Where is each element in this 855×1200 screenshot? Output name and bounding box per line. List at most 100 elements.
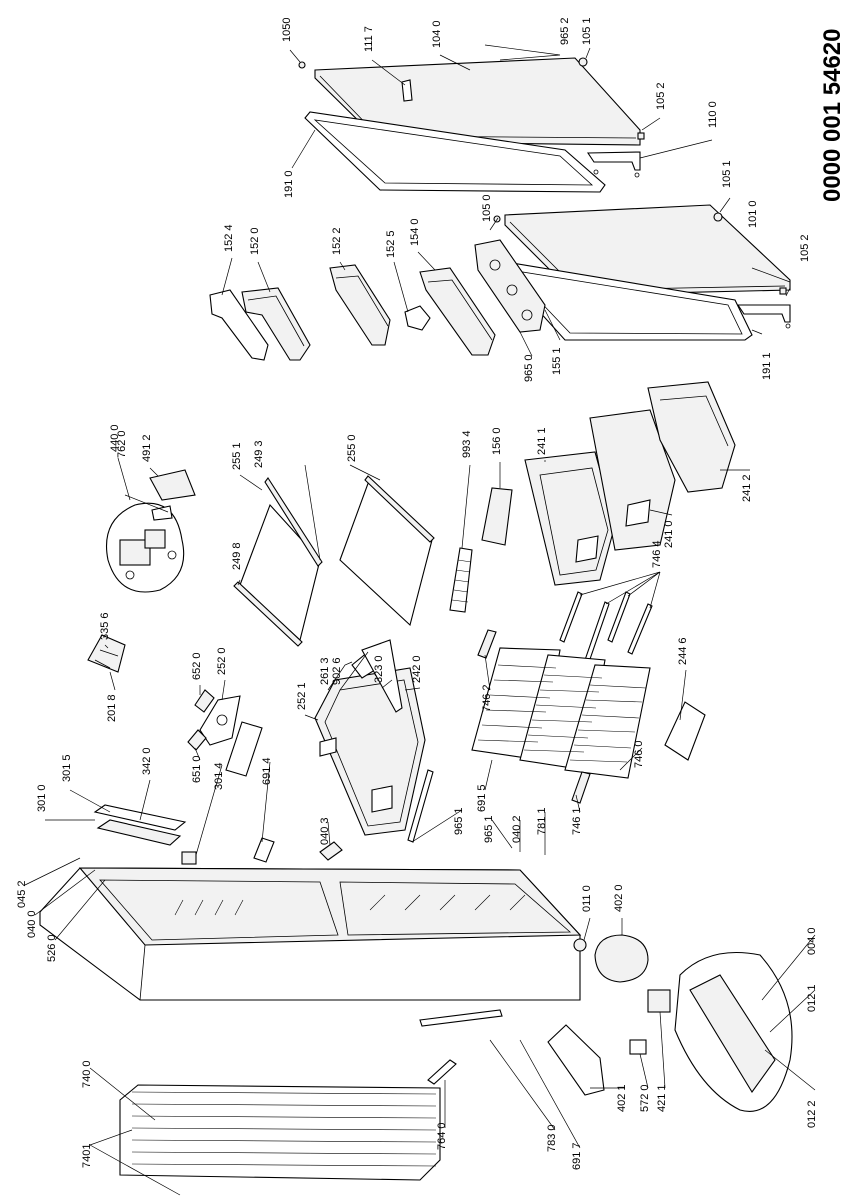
drawer-rails-746-4 <box>559 591 653 663</box>
label-965-1-a: 965 1 <box>453 807 465 835</box>
label-011-0: 011 0 <box>581 885 593 912</box>
label-323-0: 323 0 <box>373 655 385 683</box>
drawer-241-0 <box>589 409 676 551</box>
label-781-1: 781 1 <box>536 807 548 835</box>
switch-335-6 <box>87 634 126 673</box>
label-255-1: 255 1 <box>231 442 243 470</box>
label-105-2-mid: 105 2 <box>799 234 811 262</box>
holder-746-1 <box>571 771 591 804</box>
label-101-0: 101 0 <box>747 200 759 228</box>
tube-783-0 <box>419 1009 503 1027</box>
label-004-0: 004 0 <box>806 927 818 955</box>
label-040-2: 040 2 <box>511 815 523 843</box>
glass-shelf-255-1 <box>233 477 323 647</box>
label-783-0: 783 0 <box>546 1124 558 1152</box>
label-740-0: 740 0 <box>81 1060 93 1088</box>
label-335-6: 335 6 <box>99 612 111 640</box>
label-105-2-top: 105 2 <box>655 82 667 110</box>
label-491-2: 491 2 <box>141 434 153 462</box>
sleeve-746-2 <box>477 629 497 659</box>
label-526-0: 526 0 <box>46 934 58 962</box>
label-152-5: 152 5 <box>385 230 397 258</box>
fan-652-0 <box>194 689 215 713</box>
cover-040-3 <box>319 841 343 861</box>
card-244-6 <box>664 701 706 761</box>
label-249-8: 249 8 <box>231 542 243 570</box>
duct-252-1 <box>225 721 263 777</box>
label-402-0: 402 0 <box>613 884 625 912</box>
egg-holder-152-5 <box>404 305 431 331</box>
label-902-6: 902 6 <box>331 657 343 685</box>
label-993-4: 993 4 <box>461 430 473 458</box>
label-652-0: 652 0 <box>191 652 203 680</box>
label-1050: 1050 <box>281 18 293 42</box>
label-201-8: 201 8 <box>106 694 118 722</box>
drip-tray-402-1 <box>547 1024 605 1096</box>
label-402-1: 402 1 <box>616 1084 628 1112</box>
fan-cover-252-0 <box>199 695 241 746</box>
glass-shelf-255-0 <box>339 475 435 627</box>
label-440-0: 440 0 <box>109 424 121 452</box>
label-252-1: 252 1 <box>296 682 308 710</box>
upper-door-gasket <box>304 111 606 193</box>
upper-door <box>314 57 641 146</box>
label-012-2: 012 2 <box>806 1100 818 1128</box>
label-105-1-top: 105 1 <box>581 17 593 45</box>
label-746-0: 746 0 <box>633 740 645 768</box>
label-110-0: 110 0 <box>707 101 719 128</box>
label-572-0: 572 0 <box>639 1084 651 1112</box>
drawer-241-1 <box>524 451 616 586</box>
label-746-4: 746 4 <box>651 540 663 568</box>
label-691-4: 691 4 <box>261 757 273 785</box>
label-040-3: 040 3 <box>319 817 331 845</box>
label-764-0: 764 0 <box>436 1122 448 1150</box>
label-191-0: 191 0 <box>283 170 295 198</box>
label-965-1-b: 965 1 <box>483 815 495 843</box>
label-249-3: 249 3 <box>253 440 265 468</box>
wire-shelves <box>471 647 651 779</box>
drier-764-0 <box>427 1059 457 1085</box>
label-261-3: 261 3 <box>319 657 331 685</box>
label-242-0: 242 0 <box>411 655 423 683</box>
ice-box-156-0 <box>481 487 513 546</box>
compressor-402-0 <box>594 934 649 983</box>
door-shelf-152-2 <box>329 264 391 346</box>
capacitor-572-0 <box>629 1039 647 1055</box>
label-191-1: 191 1 <box>761 352 773 380</box>
door-shelf-152-0 <box>241 287 311 361</box>
label-241-2: 241 2 <box>741 474 753 502</box>
label-241-1: 241 1 <box>536 427 548 455</box>
leader-lines <box>24 44 816 1196</box>
part-labels: 1050 111 7 104 0 965 2 105 1 105 2 110 0… <box>16 17 818 1170</box>
document-number: 0000 001 54620 <box>819 28 846 202</box>
label-255-0: 255 0 <box>346 434 358 462</box>
label-651-0: 651 0 <box>191 755 203 783</box>
label-762-0: 762 0 <box>116 430 128 458</box>
crisper-242-0 <box>314 667 426 836</box>
label-244-6: 244 6 <box>677 637 689 665</box>
label-156-0: 156 0 <box>491 427 503 455</box>
drawer-241-2 <box>647 381 736 493</box>
label-691-5: 691 5 <box>476 784 488 812</box>
refrigerator-cabinet <box>39 867 582 1001</box>
cover-691-4 <box>253 837 275 863</box>
upper-hinge <box>586 151 641 178</box>
frame-902-6 <box>361 639 403 713</box>
label-152-4: 152 4 <box>223 224 235 252</box>
lamp-651-0 <box>187 729 207 751</box>
label-965-0: 965 0 <box>523 354 535 382</box>
label-154-0: 154 0 <box>409 218 421 246</box>
label-152-2: 152 2 <box>331 227 343 255</box>
plug-301-4 <box>181 851 197 865</box>
door-shelf-152-4 <box>209 289 269 361</box>
lower-hinge <box>736 304 791 329</box>
condenser <box>119 1084 441 1181</box>
label-301-5: 301 5 <box>61 754 73 782</box>
label-012-1: 012 1 <box>806 984 818 1012</box>
label-155-1: 155 1 <box>551 347 563 375</box>
ice-tray-993-4 <box>449 547 473 613</box>
label-105-1-mid: 105 1 <box>721 160 733 188</box>
thermostat-assembly <box>106 502 185 593</box>
label-965-2: 965 2 <box>559 17 571 45</box>
